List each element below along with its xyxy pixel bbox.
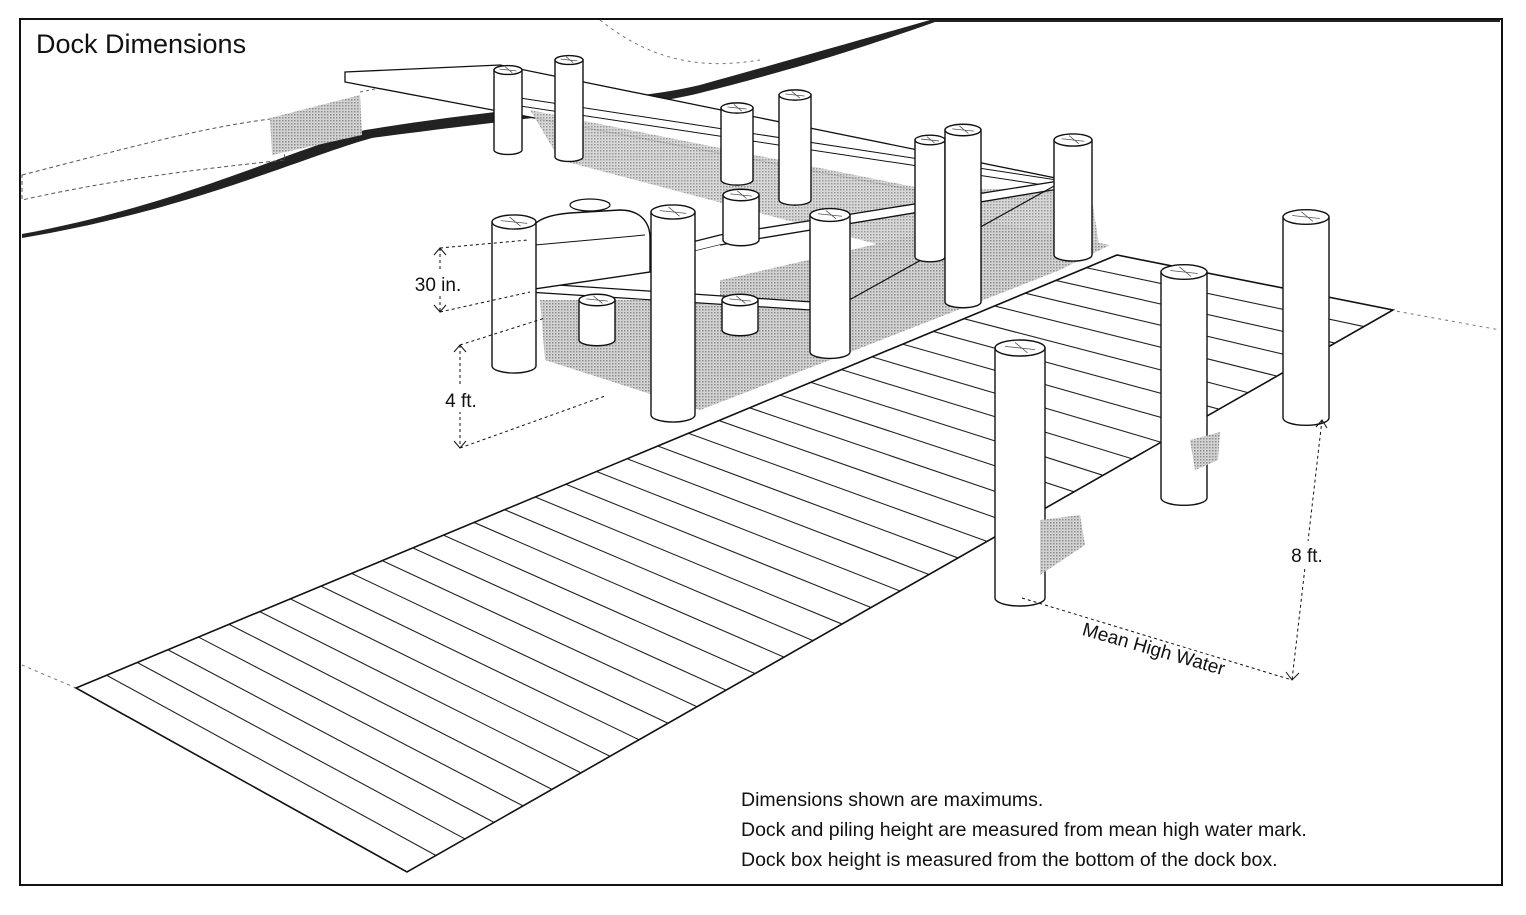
mean-high-water-label: Mean High Water bbox=[1080, 619, 1228, 680]
deck-plank bbox=[381, 560, 698, 708]
piling bbox=[944, 123, 982, 309]
deck-plank bbox=[565, 483, 872, 609]
dim-8ft: 8 ft. bbox=[1021, 419, 1332, 681]
deck-plank bbox=[320, 585, 640, 741]
note-line: Dimensions shown are maximums. bbox=[741, 789, 1043, 811]
piling bbox=[994, 339, 1046, 607]
deck-plank bbox=[994, 305, 1278, 377]
deck-plank bbox=[473, 521, 785, 658]
piling bbox=[1053, 133, 1093, 262]
diagram-title: Dock Dimensions bbox=[36, 29, 246, 59]
main-deck bbox=[74, 254, 1396, 873]
dock-box bbox=[527, 198, 651, 291]
deck-plank bbox=[228, 623, 553, 790]
piling bbox=[778, 89, 812, 206]
piling bbox=[809, 207, 851, 360]
piling bbox=[554, 54, 584, 163]
deck-plank bbox=[443, 534, 756, 675]
piling bbox=[720, 102, 754, 186]
dim-4ft-label: 4 ft. bbox=[445, 391, 477, 412]
piling-shadow bbox=[1040, 515, 1085, 575]
deck-plank bbox=[841, 369, 1133, 460]
deck-plank bbox=[626, 458, 930, 575]
deck-plank bbox=[902, 343, 1191, 427]
deck-plank bbox=[106, 674, 437, 856]
deck-plank bbox=[412, 547, 727, 691]
piling bbox=[1160, 263, 1208, 507]
piling bbox=[914, 134, 946, 263]
pilings bbox=[491, 54, 1330, 607]
piling bbox=[1282, 208, 1330, 427]
dim-30in-label: 30 in. bbox=[415, 275, 461, 296]
note-line: Dock box height is measured from the bot… bbox=[741, 849, 1278, 871]
piling-shadow bbox=[1190, 432, 1220, 470]
piling bbox=[493, 64, 523, 156]
deck-plank bbox=[290, 598, 611, 757]
deck-plank bbox=[504, 509, 814, 642]
deck-plank bbox=[688, 432, 988, 542]
deck-plank bbox=[810, 381, 1104, 476]
deck-plank bbox=[198, 636, 524, 807]
deck-plank bbox=[136, 662, 466, 840]
deck-plank bbox=[718, 420, 1017, 526]
deck-plank bbox=[167, 649, 495, 823]
dim-30in: 30 in. bbox=[405, 239, 531, 313]
notes: Dimensions shown are maximums. Dock and … bbox=[741, 789, 1307, 871]
piling bbox=[721, 293, 759, 337]
piling bbox=[491, 214, 537, 374]
deck-plank bbox=[351, 572, 669, 724]
deck-plank bbox=[259, 611, 582, 774]
piling bbox=[650, 204, 696, 423]
deck-plank bbox=[657, 445, 959, 559]
note-line: Dock and piling height are measured from… bbox=[741, 819, 1307, 841]
frame-border bbox=[19, 18, 1503, 886]
piling bbox=[578, 293, 616, 347]
deck-plank bbox=[535, 496, 843, 625]
dim-4ft: 4 ft. bbox=[432, 317, 606, 449]
dim-8ft-label: 8 ft. bbox=[1291, 546, 1323, 567]
deck-plank bbox=[596, 470, 901, 592]
piling bbox=[722, 188, 760, 247]
